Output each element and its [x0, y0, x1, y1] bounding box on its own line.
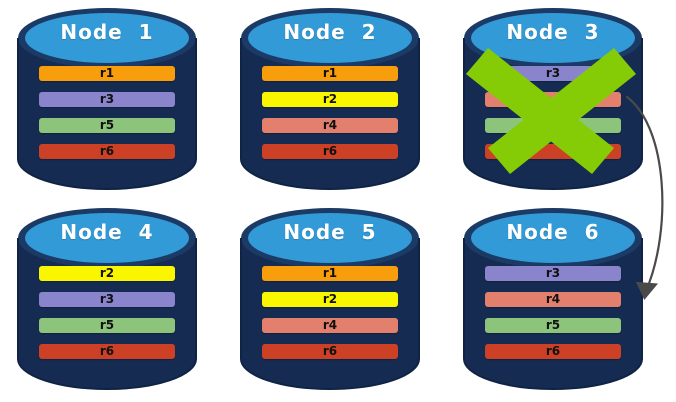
record-bar[interactable] [485, 92, 621, 107]
record-bar[interactable]: r4 [485, 292, 621, 307]
record-bar[interactable] [485, 118, 621, 133]
record-bar[interactable]: r5 [39, 318, 175, 333]
node-node-2[interactable]: Node 2 r1 r2 r4 r6 [231, 6, 429, 191]
record-list-node-6: r3 r4 r5 r6 [485, 266, 621, 359]
record-bar[interactable]: r4 [262, 118, 398, 133]
record-bar[interactable]: r3 [39, 92, 175, 107]
record-bar[interactable]: r6 [39, 344, 175, 359]
record-bar[interactable]: r1 [39, 66, 175, 81]
record-bar[interactable]: r6 [262, 344, 398, 359]
record-bar[interactable]: r1 [262, 66, 398, 81]
record-bar[interactable]: r2 [262, 292, 398, 307]
record-bar[interactable]: r3 [485, 66, 621, 81]
node-node-4[interactable]: Node 4 r2 r3 r5 r6 [8, 206, 206, 391]
record-bar[interactable]: r5 [485, 318, 621, 333]
record-list-node-1: r1 r3 r5 r6 [39, 66, 175, 159]
record-bar[interactable]: r6 [262, 144, 398, 159]
record-list-node-3: r3 [485, 66, 621, 159]
record-bar[interactable]: r2 [262, 92, 398, 107]
record-bar[interactable]: r1 [262, 266, 398, 281]
node-node-5[interactable]: Node 5 r1 r2 r4 r6 [231, 206, 429, 391]
record-list-node-5: r1 r2 r4 r6 [262, 266, 398, 359]
record-bar[interactable]: r3 [39, 292, 175, 307]
node-node-1[interactable]: Node 1 r1 r3 r5 r6 [8, 6, 206, 191]
record-bar[interactable]: r2 [39, 266, 175, 281]
record-list-node-2: r1 r2 r4 r6 [262, 66, 398, 159]
record-bar[interactable]: r3 [485, 266, 621, 281]
node-node-6[interactable]: Node 6 r3 r4 r5 r6 [454, 206, 652, 391]
record-bar[interactable]: r5 [39, 118, 175, 133]
record-list-node-4: r2 r3 r5 r6 [39, 266, 175, 359]
record-bar[interactable]: r6 [485, 344, 621, 359]
record-bar[interactable]: r6 [39, 144, 175, 159]
record-bar[interactable] [485, 144, 621, 159]
node-node-3[interactable]: Node 3 r3 [454, 6, 652, 191]
record-bar[interactable]: r4 [262, 318, 398, 333]
